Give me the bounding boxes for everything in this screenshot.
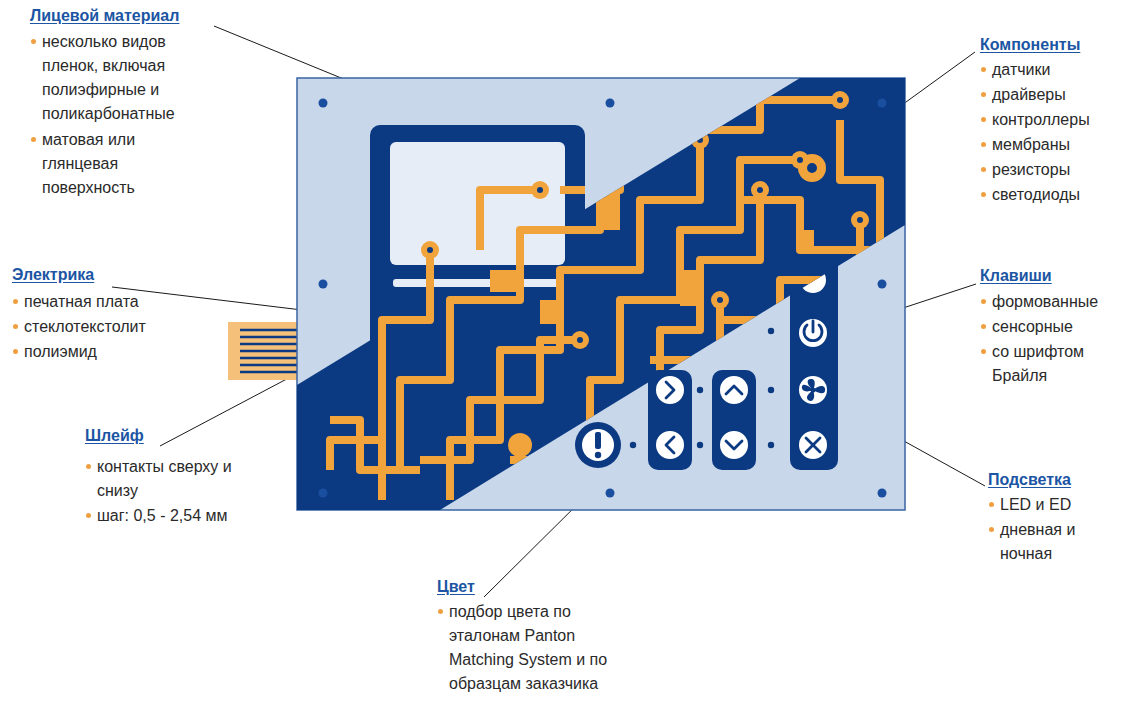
callout-heading: Цвет: [437, 575, 475, 599]
callout-item: со шрифтом Брайля: [980, 340, 1127, 388]
callout-heading: Электрика: [12, 263, 94, 287]
callout-item: резисторы: [980, 158, 1070, 182]
callout-item: несколько видов пленок, включая полиэфир…: [30, 30, 217, 126]
callout-heading: Клавиши: [980, 264, 1052, 288]
callout-item: драйверы: [980, 83, 1066, 107]
callout-item: LED и ED: [988, 493, 1071, 517]
callout-item: контроллеры: [980, 108, 1090, 132]
ribbon-cable: [228, 322, 300, 380]
callout-item: матовая или глянцевая поверхность: [30, 128, 174, 200]
circuit-band: [297, 78, 905, 510]
callout-heading: Лицевой материал: [30, 4, 179, 28]
callout-item: формованные: [980, 290, 1098, 314]
callout-item: сенсорные: [980, 315, 1073, 339]
callout-item: дневная и ночная: [988, 518, 1110, 566]
display-screen: [390, 142, 565, 265]
callout-item: светодиоды: [980, 183, 1080, 207]
callout-heading: Подсветка: [988, 468, 1071, 492]
callout-heading: Компоненты: [980, 33, 1080, 57]
keys: [575, 318, 828, 470]
callout-item: печатная плата: [12, 290, 139, 314]
callout-item: мембраны: [980, 133, 1070, 157]
callout-item: полиэмид: [12, 340, 97, 364]
callout-item: датчики: [980, 58, 1050, 82]
callout-item: контакты сверху и снизу: [85, 455, 247, 503]
mounting-holes: [319, 99, 887, 498]
callout-item: шаг: 0,5 - 2,54 мм: [85, 504, 228, 528]
panel: [297, 78, 905, 510]
callout-heading: Шлейф: [85, 424, 144, 448]
leader-lines: [112, 26, 985, 597]
callout-item: подбор цвета по эталонам Panton Matching…: [437, 600, 639, 696]
pcb-traces: [330, 91, 880, 500]
callout-item: стеклотекстолит: [12, 315, 146, 339]
display-bar: [393, 279, 561, 287]
